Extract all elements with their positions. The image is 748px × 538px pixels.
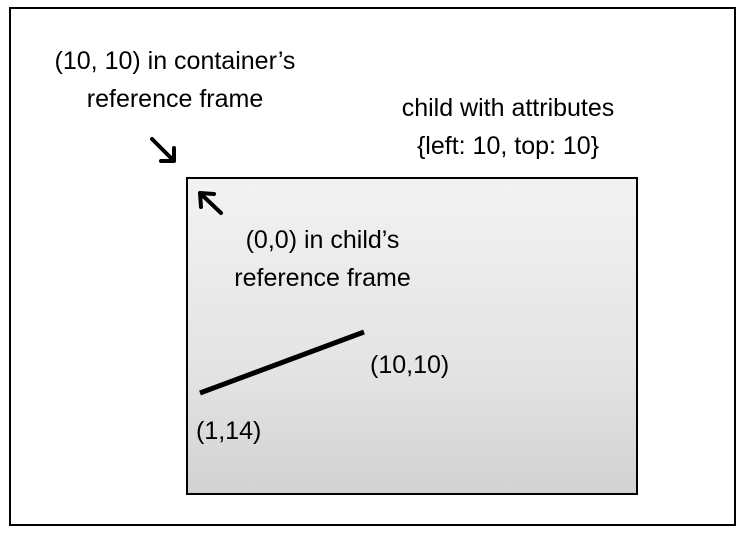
line-end-label: (10,10) [370,351,450,379]
child-origin-label-line2: reference frame [234,264,411,292]
child-attributes-label-line1: child with attributes [401,94,615,122]
container-point-label-line2: reference frame [86,85,264,113]
child-origin-label-line1: (0,0) in child’s [245,226,400,254]
line-start-label: (1,14) [196,417,262,445]
container-point-label-line1: (10, 10) in container’s [54,47,296,75]
child-attributes-label: child with attributes {left: 10, top: 10… [368,93,648,161]
child-attributes-label-line2: {left: 10, top: 10} [416,132,600,160]
container-point-label: (10, 10) in container’s reference frame [30,46,320,114]
child-origin-label: (0,0) in child’s reference frame [200,225,445,293]
